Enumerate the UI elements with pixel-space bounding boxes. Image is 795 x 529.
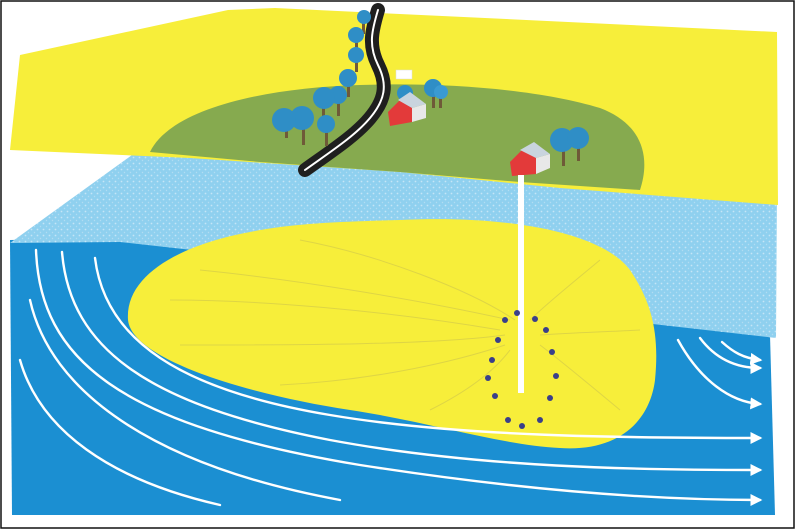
- small-building-icon: [396, 70, 412, 79]
- well-casing: [518, 175, 524, 393]
